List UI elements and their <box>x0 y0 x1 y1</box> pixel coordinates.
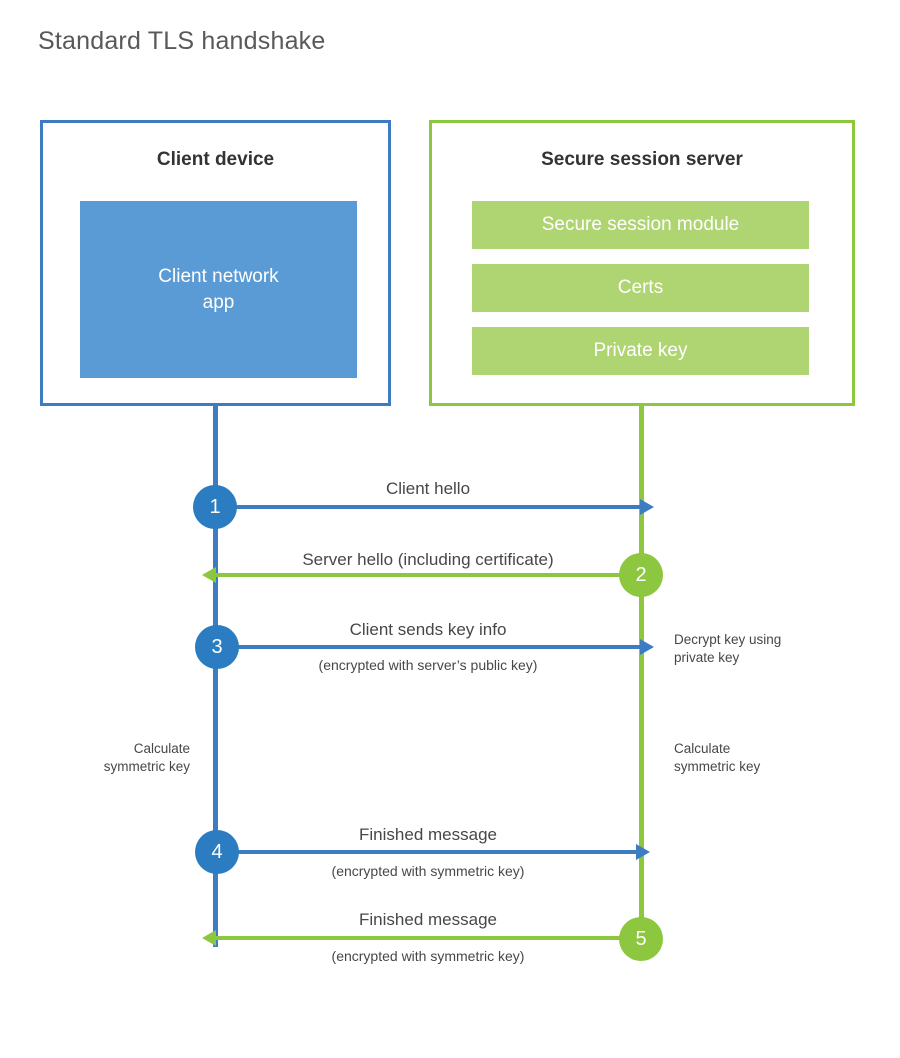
client-device-title: Client device <box>156 149 275 170</box>
step-1-label: Client hello <box>385 479 471 498</box>
step-4-number: 4 <box>195 830 239 874</box>
step-5-arrow <box>202 930 641 946</box>
arrow-head-left-icon <box>202 567 216 583</box>
step-2-arrow <box>202 567 641 583</box>
note-calculate-symmetric-key-server: Calculate symmetric key <box>674 741 761 775</box>
step-4-label: Finished message <box>359 825 497 844</box>
step-5-sublabel: (encrypted with symmetric key) <box>331 948 525 964</box>
arrow-head-left-icon <box>202 930 216 946</box>
note-calculate-symmetric-key-client: Calculate symmetric key <box>103 741 190 775</box>
server-block-private-key: Private key <box>472 327 809 375</box>
step-4-arrow <box>215 844 650 860</box>
server-block-secure-session-module: Secure session module <box>472 201 809 249</box>
server-block-certs: Certs <box>472 264 809 312</box>
page-title: Standard TLS handshake <box>38 27 326 55</box>
secure-session-server-title: Secure session server <box>541 149 743 170</box>
step-5-number: 5 <box>619 917 663 961</box>
step-3-number: 3 <box>195 625 239 669</box>
note-decrypt-key: Decrypt key using private key <box>674 632 782 666</box>
secure-session-server-box: Secure session server Secure session mod… <box>429 120 855 406</box>
step-3-arrow <box>215 639 654 655</box>
step-1-number: 1 <box>193 485 237 529</box>
step-5-label: Finished message <box>359 910 497 929</box>
arrow-head-right-icon <box>640 499 654 515</box>
step-3-label: Client sends key info <box>349 620 507 639</box>
step-3-sublabel: (encrypted with server’s public key) <box>318 657 538 673</box>
arrow-head-right-icon <box>640 639 654 655</box>
step-2-number: 2 <box>619 553 663 597</box>
step-4-sublabel: (encrypted with symmetric key) <box>331 863 525 879</box>
client-network-app-block: Client network app <box>80 201 357 378</box>
server-lifeline <box>639 403 644 939</box>
arrow-head-right-icon <box>636 844 650 860</box>
client-lifeline <box>213 403 218 947</box>
step-1-arrow <box>215 499 654 515</box>
client-device-box: Client device Client network app <box>40 120 391 406</box>
step-2-label: Server hello (including certificate) <box>302 550 554 569</box>
